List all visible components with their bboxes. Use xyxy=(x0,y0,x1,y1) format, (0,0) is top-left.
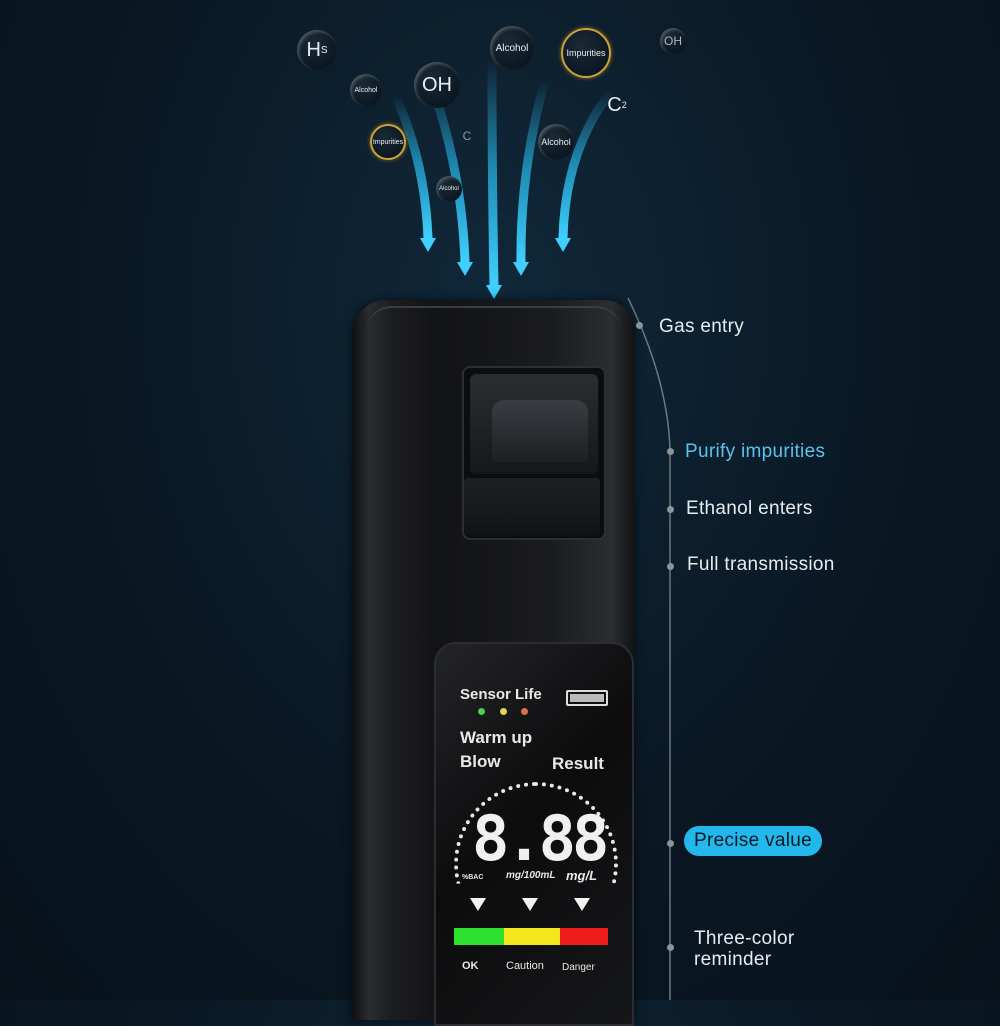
molecule-bubble: Alcohol xyxy=(538,124,574,160)
callout-dot xyxy=(667,448,674,455)
bubble-text: Alcohol xyxy=(541,137,571,147)
molecule-bubble: C xyxy=(460,124,474,148)
status-led-red xyxy=(521,708,528,715)
result-label: Result xyxy=(552,754,604,773)
status-led-green xyxy=(478,708,485,715)
bubble-text: H xyxy=(306,38,321,61)
level-bar-ok xyxy=(454,928,504,945)
arrowhead-icon xyxy=(420,238,436,252)
lcd-screen: Sensor Life Warm up Blow Result 8.88 %BA… xyxy=(434,642,634,1026)
bubble-text: C xyxy=(462,129,472,143)
unit-mg-l: mg/L xyxy=(566,868,598,883)
callout-text-line1: Three-color xyxy=(694,928,795,949)
callout-ethanol-enters: Ethanol enters xyxy=(686,498,813,519)
bubble-text: C xyxy=(607,93,622,116)
molecule-bubble: OH xyxy=(660,28,686,54)
bubble-text: Alcohol xyxy=(354,86,378,94)
blow-nozzle-cover xyxy=(462,366,606,540)
callout-dot xyxy=(636,322,643,329)
level-caution-label: Caution xyxy=(506,960,544,972)
bubble-subscript: 2 xyxy=(621,100,627,110)
callout-gas-entry: Gas entry xyxy=(659,316,745,337)
arrowhead-icon xyxy=(513,262,529,276)
unit-mg-100ml: mg/100mL xyxy=(506,870,556,881)
bubble-subscript: S xyxy=(320,44,328,56)
molecule-bubble: Alcohol xyxy=(436,176,462,202)
indicator-arrow-icon xyxy=(522,898,538,911)
callout-dot xyxy=(667,840,674,847)
indicator-arrow-icon xyxy=(470,898,486,911)
level-ok-label: OK xyxy=(462,960,479,972)
molecule-bubble: Alcohol xyxy=(490,26,534,70)
molecule-bubble: OH xyxy=(414,62,460,108)
impurity-bubble: Impurities xyxy=(561,28,611,78)
arrowhead-icon xyxy=(457,262,473,276)
molecule-bubble: Alcohol xyxy=(350,74,382,106)
arrow-1 xyxy=(390,90,433,243)
bubble-text: Alcohol xyxy=(439,186,459,192)
bubble-text: Impurities xyxy=(372,138,404,146)
callout-dot xyxy=(667,563,674,570)
unit-bac: %BAC xyxy=(462,874,484,881)
impurity-bubble: Impurities xyxy=(370,124,406,160)
gas-inlet xyxy=(366,306,622,348)
callout-dot xyxy=(667,506,674,513)
arrowhead-icon xyxy=(486,285,502,299)
arrow-3 xyxy=(487,55,499,290)
callout-precise-value: Precise value xyxy=(684,826,822,856)
nozzle-base xyxy=(464,478,600,536)
callout-dot xyxy=(667,944,674,951)
sensor-life-label: Sensor Life xyxy=(460,686,542,703)
status-led-yellow xyxy=(500,708,507,715)
arrow-4 xyxy=(516,75,550,267)
battery-icon xyxy=(566,690,608,706)
indicator-arrow-icon xyxy=(574,898,590,911)
reading-display: 8.88 xyxy=(472,802,609,875)
bubble-text: Alcohol xyxy=(495,42,529,54)
breathalyzer-device: Sensor Life Warm up Blow Result 8.88 %BA… xyxy=(352,300,634,1026)
callout-full-transmission: Full transmission xyxy=(687,554,835,575)
level-danger-label: Danger xyxy=(562,962,595,973)
callout-curve xyxy=(627,297,671,1000)
nozzle-cap xyxy=(492,400,588,462)
nozzle-top xyxy=(470,374,598,474)
warm-up-label: Warm up xyxy=(460,728,533,747)
blow-label: Blow xyxy=(460,752,501,771)
bubble-text: Impurities xyxy=(566,48,606,58)
callout-text-line2: reminder xyxy=(694,949,772,970)
level-bar-caution xyxy=(504,928,560,945)
level-bar-danger xyxy=(560,928,608,945)
arrowhead-icon xyxy=(555,238,571,252)
callout-purify-impurities: Purify impurities xyxy=(685,441,826,462)
bubble-text: OH xyxy=(664,34,682,48)
bubble-text: OH xyxy=(422,73,452,96)
arrow-5 xyxy=(558,85,617,243)
